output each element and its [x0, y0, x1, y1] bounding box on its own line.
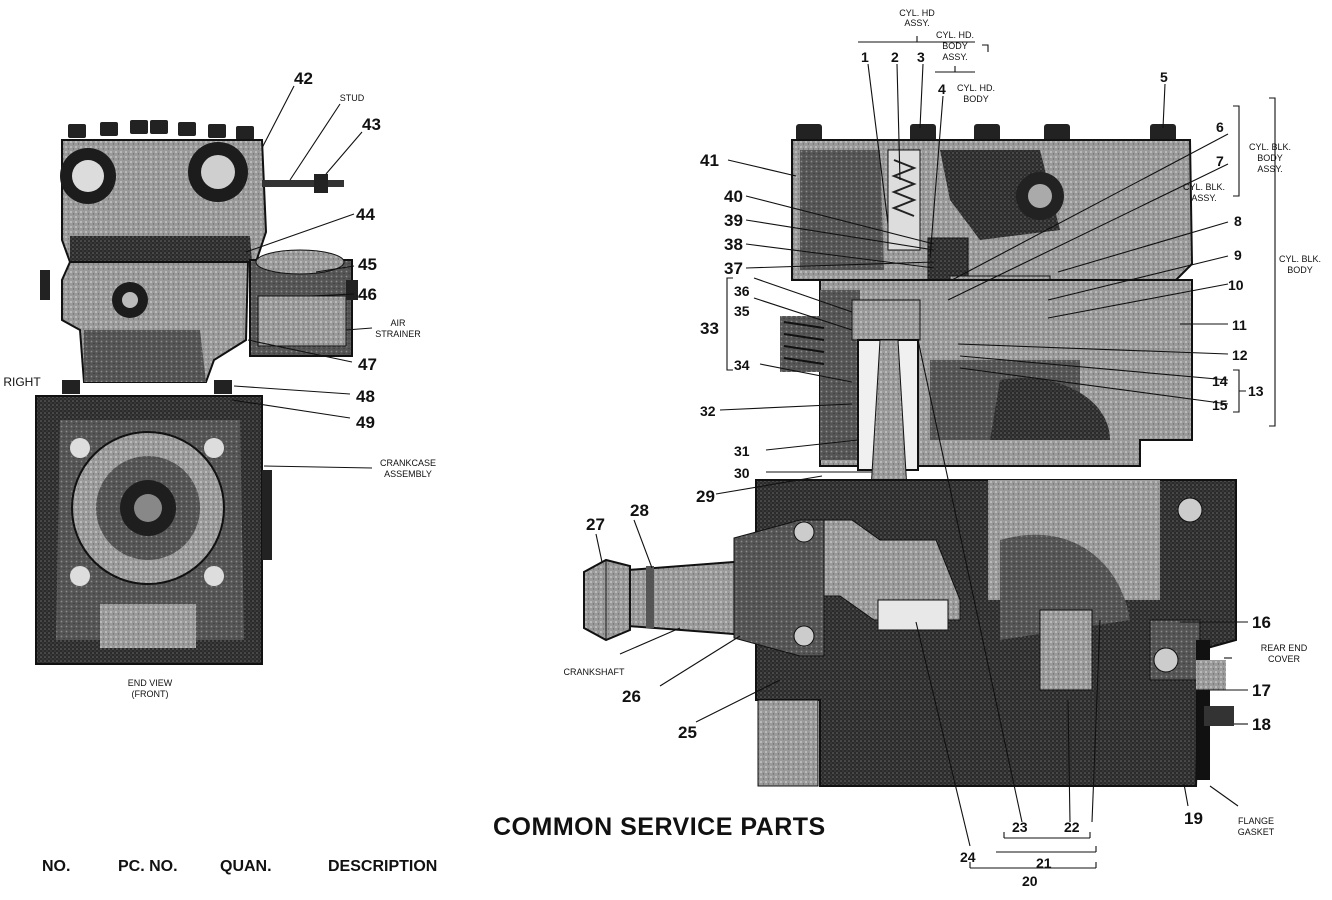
callout-25: 25 [678, 723, 697, 742]
callout-33: 33 [700, 319, 719, 338]
callout-20: 20 [1022, 873, 1038, 889]
callout-3: 3 [917, 49, 925, 65]
callout-49: 49 [356, 413, 375, 432]
assembly-labels: CYL. HD ASSY. CYL. HD. BODY ASSY. CYL. H… [3, 8, 1321, 837]
callout-numbers: 1 2 3 4 5 6 7 8 9 10 11 12 13 14 15 16 1… [294, 49, 1271, 889]
label-cyl-hd-body-assy-2: BODY [942, 41, 968, 51]
callout-14: 14 [1212, 373, 1228, 389]
callout-1: 1 [861, 49, 869, 65]
callout-5: 5 [1160, 69, 1168, 85]
callout-2: 2 [891, 49, 899, 65]
callout-18: 18 [1252, 715, 1271, 734]
callout-12: 12 [1232, 347, 1248, 363]
callout-35: 35 [734, 303, 750, 319]
callout-6: 6 [1216, 119, 1224, 135]
callout-19: 19 [1184, 809, 1203, 828]
callout-15: 15 [1212, 397, 1228, 413]
callout-10: 10 [1228, 277, 1244, 293]
label-crankshaft: CRANKSHAFT [563, 667, 625, 677]
label-air-strainer-1: AIR [390, 318, 406, 328]
callout-46: 46 [358, 285, 377, 304]
callout-17: 17 [1252, 681, 1271, 700]
label-cyl-blk-body-1: CYL. BLK. [1279, 254, 1321, 264]
label-cyl-blk-body-assy-1: CYL. BLK. [1249, 142, 1291, 152]
page-title: COMMON SERVICE PARTS [493, 813, 826, 841]
label-cyl-hd-body-1: CYL. HD. [957, 83, 995, 93]
column-header-no: NO. [42, 858, 71, 875]
label-cyl-hd-assy-2: ASSY. [904, 18, 929, 28]
end-view-drawing [35, 120, 358, 665]
label-cyl-hd-body-assy-1: CYL. HD. [936, 30, 974, 40]
label-flange-gasket-2: GASKET [1238, 827, 1275, 837]
callout-11: 11 [1232, 317, 1247, 333]
end-view-leaders [231, 85, 373, 469]
callout-4: 4 [938, 81, 946, 97]
callout-44: 44 [356, 205, 375, 224]
cutaway-leaders [595, 63, 1248, 847]
label-cyl-blk-assy-1: CYL. BLK. [1183, 182, 1225, 192]
callout-26: 26 [622, 687, 641, 706]
label-rear-end-cover-1: REAR END [1261, 643, 1308, 653]
column-header-description: DESCRIPTION [328, 858, 438, 875]
callout-24: 24 [960, 849, 976, 865]
label-cyl-hd-assy-1: CYL. HD [899, 8, 935, 18]
callout-48: 48 [356, 387, 375, 406]
label-right: RIGHT [3, 375, 41, 389]
callout-28: 28 [630, 501, 649, 520]
cutaway-drawing [583, 124, 1237, 787]
callout-45: 45 [358, 255, 377, 274]
callout-31: 31 [734, 443, 750, 459]
column-header-pc-no: PC. NO. [118, 858, 178, 875]
column-header-quan: QUAN. [220, 858, 272, 875]
callout-13: 13 [1248, 383, 1264, 399]
assembly-brackets [726, 36, 1276, 869]
label-flange-gasket-1: FLANGE [1238, 816, 1274, 826]
callout-38: 38 [724, 235, 743, 254]
callout-8: 8 [1234, 213, 1242, 229]
callout-22: 22 [1064, 819, 1080, 835]
callout-9: 9 [1234, 247, 1242, 263]
label-cyl-blk-body-assy-3: ASSY. [1257, 164, 1282, 174]
callout-39: 39 [724, 211, 743, 230]
label-cyl-hd-body-2: BODY [963, 94, 989, 104]
callout-36: 36 [734, 283, 750, 299]
callout-16: 16 [1252, 613, 1271, 632]
callout-37: 37 [724, 259, 743, 278]
label-cyl-hd-body-assy-3: ASSY. [942, 52, 967, 62]
callout-21: 21 [1036, 855, 1052, 871]
label-end-view-1: END VIEW [128, 678, 173, 688]
label-crankcase-assembly-1: CRANKCASE [380, 458, 436, 468]
callout-29: 29 [696, 487, 715, 506]
label-end-view-2: (FRONT) [132, 689, 169, 699]
callout-47: 47 [358, 355, 377, 374]
callout-40: 40 [724, 187, 743, 206]
callout-41: 41 [700, 151, 719, 170]
callout-7: 7 [1216, 153, 1224, 169]
callout-27: 27 [586, 515, 605, 534]
label-crankcase-assembly-2: ASSEMBLY [384, 469, 432, 479]
callout-43: 43 [362, 115, 381, 134]
label-cyl-blk-body-assy-2: BODY [1257, 153, 1283, 163]
label-cyl-blk-assy-2: ASSY. [1191, 193, 1216, 203]
label-cyl-blk-body-2: BODY [1287, 265, 1313, 275]
callout-42: 42 [294, 69, 313, 88]
label-stud: STUD [340, 93, 365, 103]
label-air-strainer-2: STRAINER [375, 329, 421, 339]
callout-23: 23 [1012, 819, 1028, 835]
label-rear-end-cover-2: COVER [1268, 654, 1301, 664]
callout-30: 30 [734, 465, 750, 481]
callout-34: 34 [734, 357, 750, 373]
callout-32: 32 [700, 403, 716, 419]
